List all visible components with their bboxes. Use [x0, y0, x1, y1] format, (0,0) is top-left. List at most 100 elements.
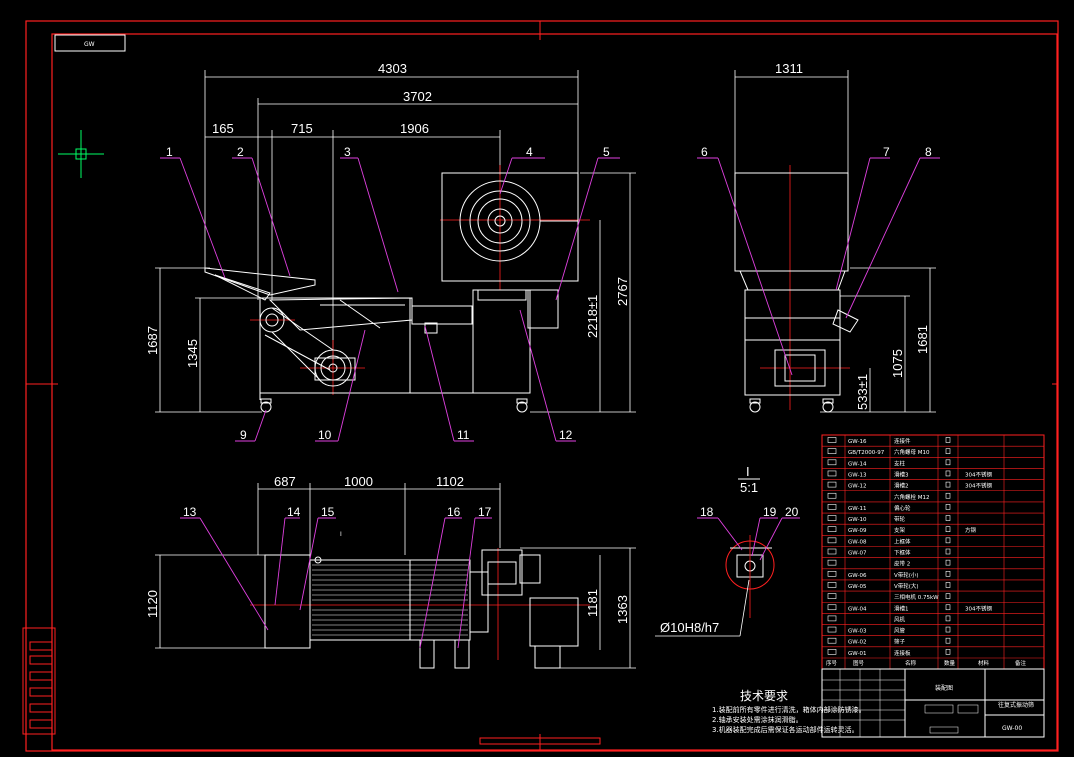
detail-scale: 5:1 — [740, 480, 758, 495]
dim-715: 715 — [291, 121, 313, 136]
dim-1687: 1687 — [145, 326, 160, 355]
bom-qty-box — [945, 448, 951, 454]
bom-index-box — [827, 526, 837, 533]
bom-index-box — [827, 615, 837, 622]
bom-qty-box — [945, 515, 951, 521]
dim-1181: 1181 — [585, 589, 600, 617]
bom-row-code: GW-09 — [848, 528, 867, 534]
bom-row-code: GW-02 — [848, 640, 866, 646]
balloon-12: 12 — [559, 428, 573, 442]
balloon-2: 2 — [237, 145, 244, 159]
dim-4303: 4303 — [378, 61, 407, 76]
bom-row-code: GW-04 — [848, 606, 867, 612]
bom-row-code: GW-16 — [848, 439, 867, 445]
balloon-18: 18 — [700, 505, 714, 519]
bom-qty-box — [945, 481, 951, 488]
bom-row-name: 滑槽1 — [894, 604, 909, 612]
balloon-11: 11 — [457, 428, 470, 442]
dim-1000: 1000 — [344, 474, 373, 489]
bom-index-box — [827, 492, 837, 499]
bom-row-name: 偏心轮 — [894, 504, 911, 512]
bom-index-box — [827, 604, 837, 611]
bom-index-box — [827, 626, 837, 633]
bom-row-name: 下框体 — [894, 549, 911, 557]
bom-header-code: 图号 — [853, 659, 865, 667]
bom-row-code: GW-05 — [848, 584, 867, 590]
bom-qty-box — [945, 526, 951, 533]
tech-note-2: 2.轴承安装处需涂抹润滑脂。 — [712, 715, 803, 724]
bom-qty-box — [945, 626, 951, 633]
bom-row-name: 风机 — [894, 615, 906, 623]
bottom-scale-bar — [479, 737, 601, 745]
bom-index-box — [827, 548, 837, 555]
bom-index-box — [827, 649, 837, 655]
bom-index-box — [827, 481, 837, 488]
leader-lines — [160, 157, 940, 649]
balloon-4: 4 — [526, 145, 533, 159]
bom-index-box — [827, 459, 837, 466]
balloon-labels: 1 2 3 4 5 6 7 8 9 10 11 12 13 14 15 16 1… — [166, 145, 932, 519]
dim-533: 533±1 — [855, 374, 870, 410]
balloon-19: 19 — [763, 505, 777, 519]
bom-row-code: GW-13 — [848, 472, 867, 478]
fit-tolerance: Ø10H8/h7 — [660, 620, 719, 635]
dim-1345: 1345 — [185, 339, 200, 368]
dim-1120: 1120 — [145, 590, 160, 618]
bom-qty-box — [945, 492, 951, 499]
balloon-5: 5 — [603, 145, 610, 159]
balloon-10: 10 — [318, 428, 332, 442]
bom-row-name: 连接件 — [894, 437, 911, 445]
bom-row-code: GW-03 — [848, 629, 867, 635]
bom-qty-box — [945, 570, 951, 577]
tech-title: 技术要求 — [740, 689, 788, 703]
bom-header-no: 序号 — [826, 659, 838, 667]
bom-row-code: GW-08 — [848, 539, 867, 545]
balloon-20: 20 — [785, 505, 799, 519]
bom-index-box — [827, 582, 837, 588]
bom-qty-box — [945, 548, 951, 555]
bom-row-material: 304不锈钢 — [965, 470, 992, 478]
bom-row-name: 带轮 — [894, 515, 906, 523]
balloon-6: 6 — [701, 145, 708, 159]
bom-row-name: 六角螺栓 M12 — [894, 493, 930, 501]
dim-2767: 2767 — [615, 277, 630, 306]
dim-1906: 1906 — [400, 121, 429, 136]
bom-row-name: 支柱 — [894, 459, 906, 467]
dim-165: 165 — [212, 121, 234, 136]
dim-1681: 1681 — [915, 325, 930, 354]
bom-index-box — [827, 504, 837, 510]
bom-row-code: GW-06 — [848, 573, 867, 579]
balloon-8: 8 — [925, 145, 932, 159]
bom-row-material: 304不锈钢 — [965, 482, 992, 490]
side-view: 1311 1681 1075 533±1 — [734, 61, 936, 413]
bom-qty-box — [945, 582, 951, 588]
inner-border — [51, 33, 1058, 751]
dim-1075: 1075 — [890, 349, 905, 378]
bom-qty-box — [945, 559, 951, 566]
bom-qty-box — [945, 649, 951, 655]
bom-qty-box — [945, 459, 951, 466]
tech-note-3: 3.机器装配完成后需保证各运动部件运转灵活。 — [712, 725, 859, 734]
bom-index-box — [827, 593, 837, 599]
bom-row-name: 皮带 2 — [894, 560, 910, 568]
balloon-17: 17 — [478, 505, 492, 519]
title-product: 往复式振动筛 — [998, 701, 1034, 709]
bom-index-box — [827, 537, 837, 544]
bom-row-name: 支架 — [894, 526, 906, 534]
title-name: 装配图 — [935, 684, 953, 692]
balloon-7: 7 — [883, 145, 890, 159]
bom-header-qty: 数量 — [944, 659, 956, 667]
bom-row-code: GW-07 — [848, 551, 867, 557]
bom-row-name: 三相电机 0.75kW — [894, 593, 939, 601]
bom-row-material: 方钢 — [965, 526, 977, 534]
balloon-14: 14 — [287, 505, 301, 519]
bom-row-name: 滑槽2 — [894, 482, 909, 490]
dim-1311: 1311 — [775, 61, 803, 76]
dim-1102: 1102 — [436, 474, 464, 489]
balloon-16: 16 — [447, 505, 461, 519]
balloon-13: 13 — [183, 505, 197, 519]
bom-row-name: V带轮(小) — [894, 571, 919, 579]
top-view: 687 1000 1102 1120 1181 1363 — [145, 474, 636, 669]
